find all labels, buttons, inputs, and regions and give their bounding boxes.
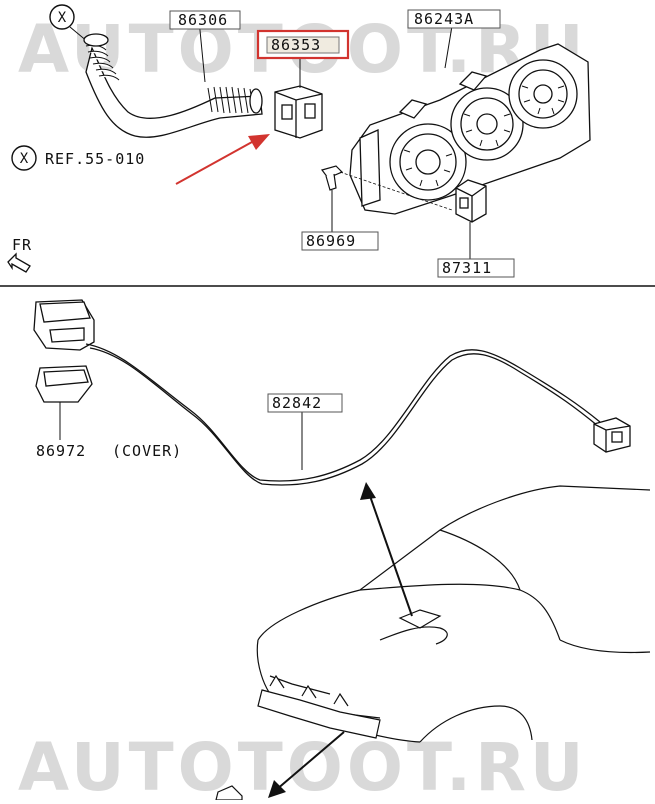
label-82842: 82842 <box>272 394 322 412</box>
leader-86306 <box>198 19 206 83</box>
front-bumper-harness <box>257 674 381 739</box>
label-86243A: 86243A <box>414 10 474 28</box>
switch-detail-bottom <box>215 785 243 801</box>
tag-86306: 86306 <box>169 10 241 30</box>
x-marker-ref: X <box>11 145 37 171</box>
tag-87311: 87311 <box>437 258 515 278</box>
red-arrow <box>175 134 270 185</box>
cover-86972 <box>35 365 93 403</box>
x-marker-top-label: X <box>58 10 67 26</box>
duct-hose-86306 <box>83 33 263 138</box>
connector-87311 <box>455 179 487 223</box>
location-arrow-up <box>360 482 413 617</box>
wire-harness-82842 <box>85 343 601 486</box>
tag-86969: 86969 <box>301 231 379 251</box>
x-marker-top: X <box>49 4 75 30</box>
ref-label: REF.55-010 <box>45 150 145 168</box>
front-label: FR <box>12 236 32 254</box>
sensor-86353 <box>274 85 323 139</box>
label-86306: 86306 <box>178 11 228 29</box>
label-87311: 87311 <box>442 259 492 277</box>
label-86972: 86972 <box>36 442 86 460</box>
x-marker-ref-label: X <box>20 151 29 167</box>
screw-86969 <box>320 165 344 191</box>
tag-82842: 82842 <box>267 393 343 413</box>
front-direction-indicator: FR <box>7 236 32 273</box>
label-86969: 86969 <box>306 232 356 250</box>
tag-86243A: 86243A <box>407 9 501 29</box>
label-86353: 86353 <box>271 36 321 54</box>
dial-ticks <box>403 85 565 187</box>
leader-86243A <box>444 25 453 69</box>
harness-connector <box>593 417 631 453</box>
heater-control-panel-86243A <box>349 43 591 215</box>
label-86972-note: (COVER) <box>112 442 182 460</box>
watermark-bottom: AUTOTOOT.RU <box>18 729 588 800</box>
location-arrow-down <box>268 731 345 798</box>
vehicle-outline <box>256 485 651 743</box>
switch-housing <box>33 299 95 351</box>
tag-86353-highlighted: 86353 <box>256 29 350 60</box>
